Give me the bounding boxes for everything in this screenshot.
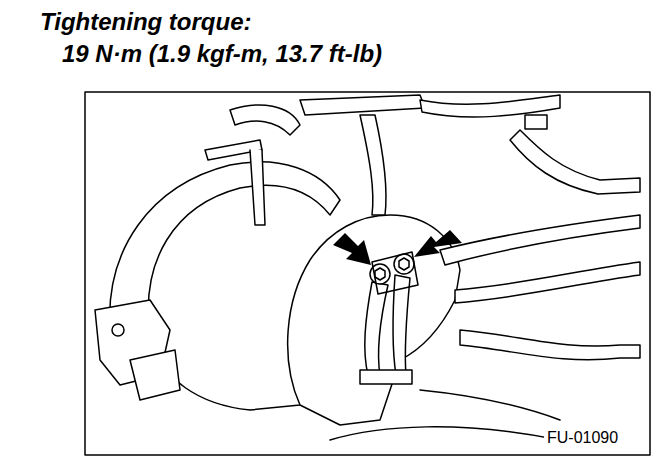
hose [460,330,640,360]
hose [510,130,640,194]
harness [365,282,388,375]
pipe [300,95,425,115]
figure-number-box: FU-01090 [544,428,621,448]
torque-heading: Tightening torque: [40,8,252,36]
hose [455,262,640,303]
figure-frame [85,92,650,455]
pipe [360,115,386,215]
pipe [420,95,560,117]
torque-value: 19 N·m (1.9 kgf-m, 13.7 ft-lb) [62,40,382,68]
rod [250,150,265,225]
pipe [230,105,300,135]
bracket [130,350,180,400]
torque-value-box: 19 N·m (1.9 kgf-m, 13.7 ft-lb) [62,40,382,68]
pipe [420,390,560,420]
hose [440,215,640,265]
connector [525,115,547,129]
bolt [394,254,414,274]
torque-heading-box: Tightening torque: [40,8,252,36]
bolt [112,324,124,336]
harness-clip [360,370,412,384]
pointer-arrow [333,233,371,265]
bracket [372,252,418,294]
hose [330,427,560,440]
pointer-arrow [414,230,462,257]
figure-number: FU-01090 [544,428,621,448]
